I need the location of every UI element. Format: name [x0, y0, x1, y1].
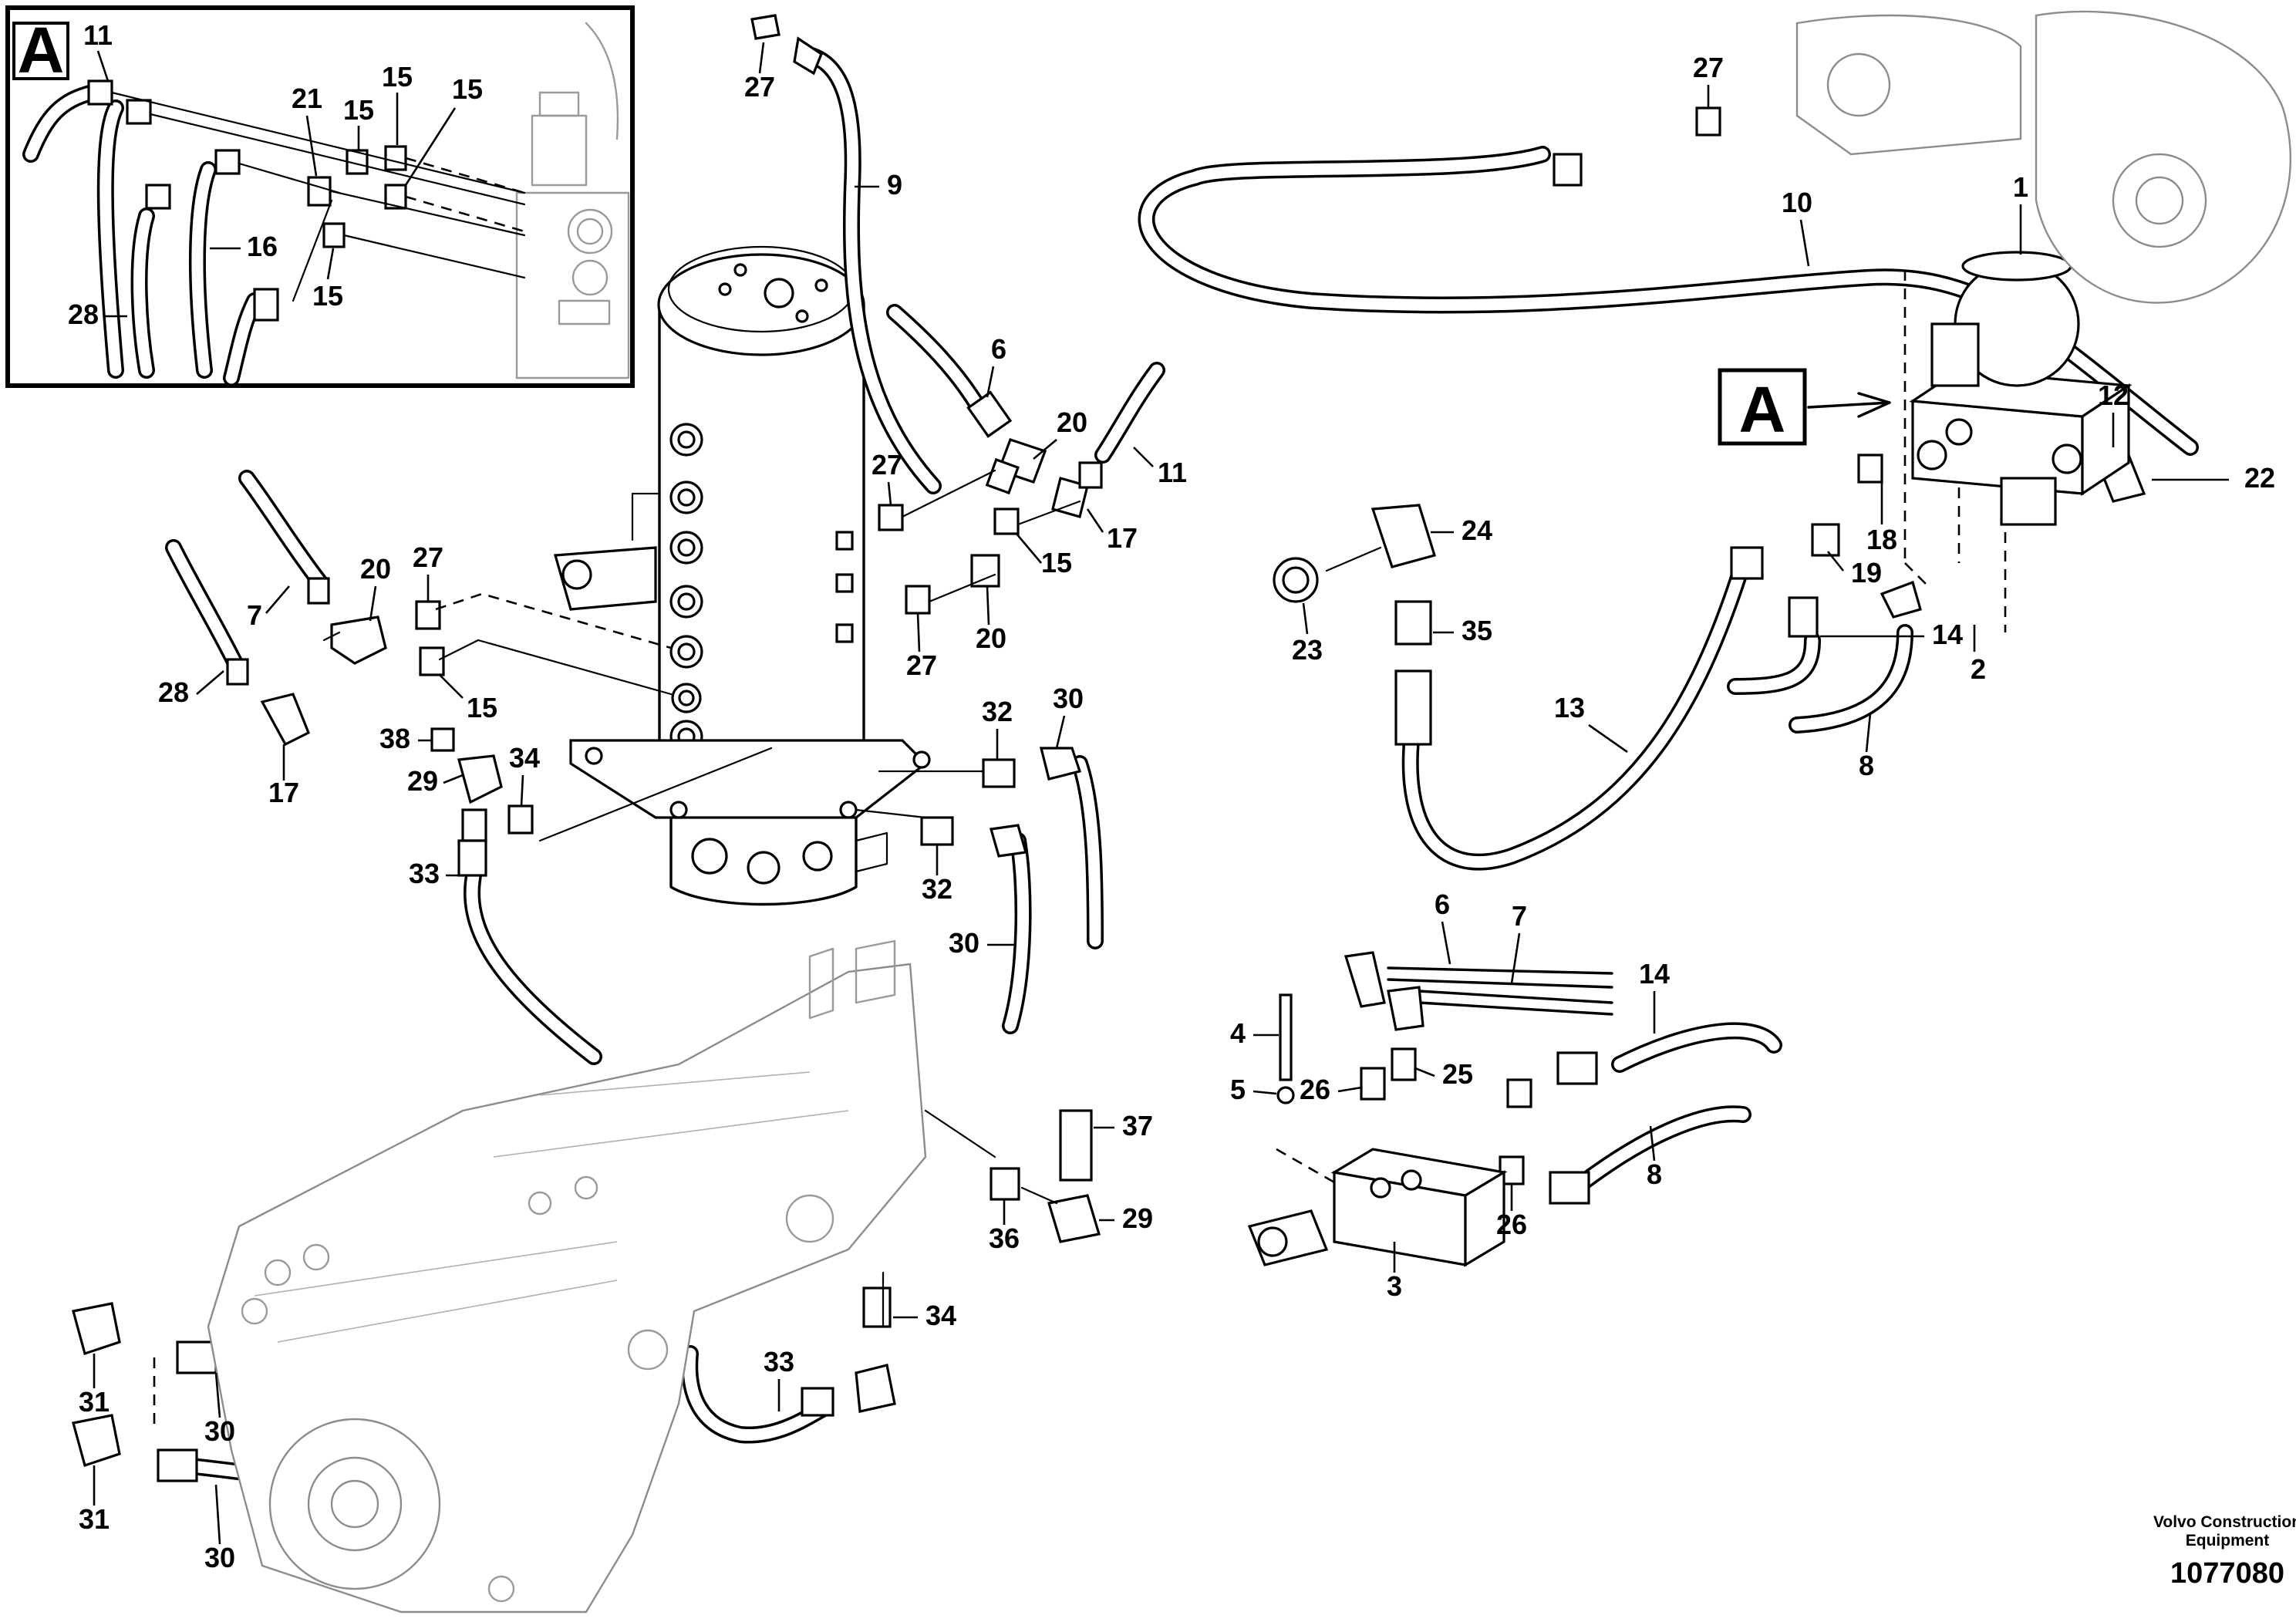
- callout-30: 30: [949, 927, 979, 959]
- callout-20: 20: [976, 622, 1006, 654]
- callout-14: 14: [1639, 958, 1670, 990]
- callout-36: 36: [989, 1222, 1020, 1254]
- callout-33: 33: [764, 1346, 794, 1378]
- callout-16: 16: [247, 231, 278, 262]
- callout-34: 34: [925, 1300, 956, 1331]
- callout-9: 9: [887, 169, 902, 201]
- callout-15: 15: [343, 94, 374, 126]
- callout-28: 28: [158, 676, 189, 708]
- callout-20: 20: [360, 553, 391, 585]
- callout-8: 8: [1647, 1158, 1662, 1190]
- callout-31: 31: [79, 1503, 110, 1535]
- callout-11: 11: [1158, 457, 1187, 488]
- footer: Volvo Construction Equipment 1077080: [2153, 1513, 2296, 1590]
- company-name-line2: Equipment: [2186, 1532, 2270, 1549]
- callout-26: 26: [1496, 1209, 1527, 1240]
- callout-30: 30: [1053, 683, 1084, 714]
- swivel-joint: [553, 245, 931, 906]
- callout-14: 14: [1932, 619, 1963, 650]
- callout-8: 8: [1859, 750, 1874, 781]
- detail-a-tag-label: A: [1739, 373, 1786, 446]
- callout-25: 25: [1442, 1058, 1473, 1090]
- callout-17: 17: [1107, 522, 1138, 554]
- callout-22: 22: [2244, 462, 2275, 494]
- callout-32: 32: [922, 873, 952, 905]
- fittings: [72, 14, 2146, 1482]
- callout-23: 23: [1292, 634, 1323, 666]
- callout-15: 15: [467, 692, 497, 723]
- detail-a-inset: A 11 21: [5, 5, 635, 388]
- callout-7: 7: [247, 599, 262, 631]
- callout-29: 29: [407, 765, 438, 797]
- callout-15: 15: [312, 280, 343, 312]
- callout-27: 27: [413, 541, 443, 573]
- valve-block: [1795, 10, 2292, 526]
- callout-19: 19: [1851, 557, 1882, 588]
- callout-35: 35: [1462, 615, 1492, 646]
- detail-a-reference: A: [1718, 368, 1891, 446]
- callout-13: 13: [1554, 692, 1585, 723]
- callout-26: 26: [1300, 1074, 1330, 1105]
- callout-33: 33: [409, 858, 440, 889]
- callout-7: 7: [1512, 900, 1527, 932]
- callout-5: 5: [1230, 1074, 1246, 1105]
- callout-24: 24: [1462, 514, 1492, 546]
- callout-21: 21: [292, 83, 322, 114]
- callout-37: 37: [1122, 1110, 1153, 1141]
- callout-1: 1: [2013, 171, 2028, 203]
- callout-17: 17: [268, 777, 299, 808]
- company-name: Volvo Construction: [2153, 1513, 2296, 1531]
- callout-28: 28: [68, 298, 99, 330]
- solenoid-valve: [1247, 993, 1508, 1267]
- callout-15: 15: [452, 73, 483, 105]
- callout-11: 11: [83, 19, 113, 51]
- callout-30: 30: [204, 1415, 235, 1447]
- drawing-number: 1077080: [2170, 1557, 2284, 1590]
- callout-6: 6: [991, 333, 1006, 365]
- callout-3: 3: [1387, 1270, 1402, 1302]
- callout-27: 27: [1693, 52, 1724, 83]
- callout-15: 15: [1041, 547, 1072, 578]
- callout-34: 34: [509, 742, 540, 774]
- callout-27: 27: [872, 449, 902, 481]
- transmission-housing: [207, 939, 927, 1614]
- callout-15: 15: [382, 61, 413, 93]
- callout-10: 10: [1782, 187, 1812, 218]
- callout-6: 6: [1435, 889, 1450, 920]
- callout-30: 30: [204, 1542, 235, 1573]
- callout-12: 12: [2098, 379, 2129, 411]
- callouts: 27 9 6 20 11 17 27 15 27 20 27 20 7 28 1…: [79, 42, 2275, 1573]
- callout-29: 29: [1122, 1202, 1153, 1234]
- callout-32: 32: [982, 696, 1013, 727]
- callout-38: 38: [379, 723, 410, 754]
- callout-18: 18: [1866, 524, 1897, 555]
- detail-a-label: A: [18, 14, 65, 86]
- callout-27: 27: [744, 71, 775, 103]
- callout-2: 2: [1971, 653, 1986, 685]
- callout-31: 31: [79, 1386, 110, 1418]
- callout-20: 20: [1057, 406, 1087, 438]
- callout-27: 27: [906, 649, 937, 681]
- callout-4: 4: [1230, 1017, 1246, 1049]
